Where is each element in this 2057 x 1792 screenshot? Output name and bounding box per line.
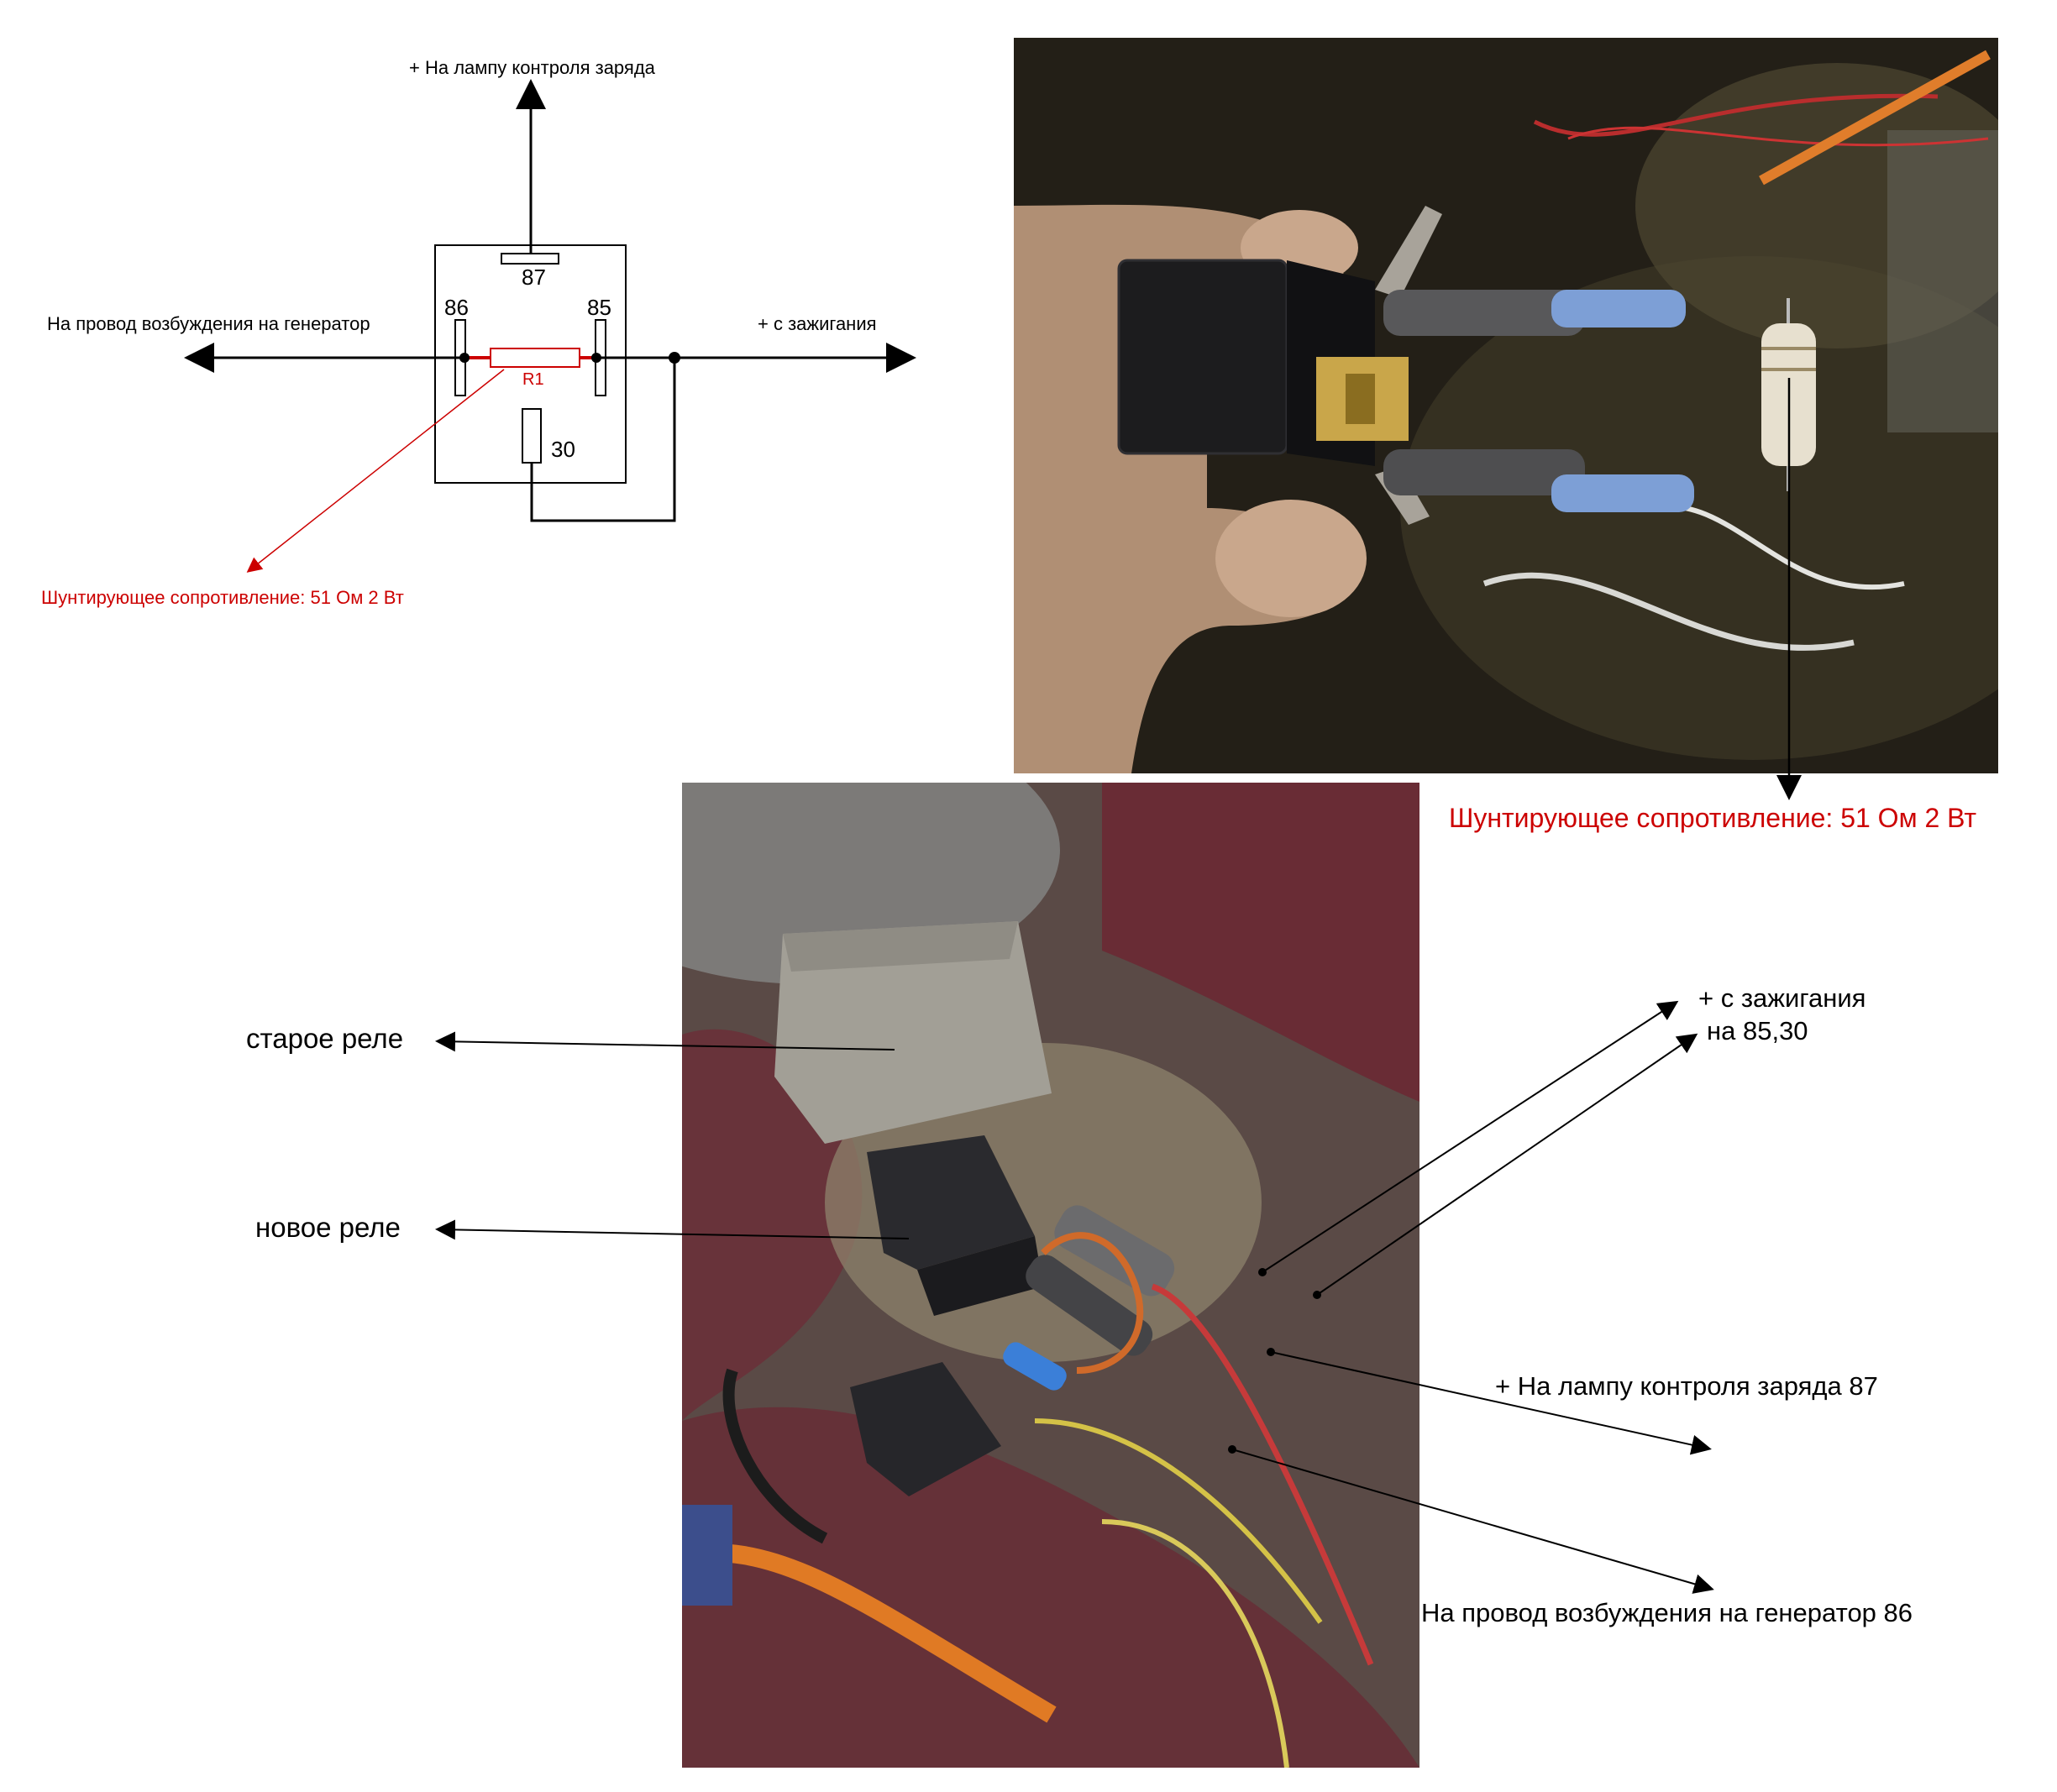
install-photo-illustration (682, 783, 1419, 1768)
resistor-label: R1 (522, 370, 544, 389)
pin-85-label: 85 (587, 295, 611, 320)
resistor-r1 (490, 348, 580, 368)
old-relay-label: старое реле (246, 1023, 404, 1054)
excitation-label: На провод возбуждения на генератор (47, 313, 370, 334)
new-relay-label: новое реле (255, 1212, 401, 1243)
install-photo (682, 783, 1419, 1768)
pin-30-label: 30 (551, 437, 575, 462)
relay-photo-illustration (1014, 38, 1998, 773)
pin-30-wire (530, 358, 676, 522)
shunt-pointer (246, 369, 505, 573)
ignition-label: + с зажигания (758, 313, 877, 334)
relay-photo-shunt-note: Шунтирующее сопротивление: 51 Ом 2 Вт (1449, 803, 1977, 833)
excitation-86-label: На провод возбуждения на генератор 86 (1421, 1598, 1913, 1627)
pin-86-label: 86 (444, 295, 469, 320)
ignition-line2: на 85,30 (1707, 1016, 1808, 1045)
lamp-87-label: + На лампу контроля заряда 87 (1495, 1371, 1878, 1401)
pin-87-label: 87 (522, 265, 546, 290)
relay-photo (1014, 38, 1998, 773)
lamp-label: + На лампу контроля заряда (409, 57, 655, 78)
ignition-line1: + с зажигания (1698, 983, 1866, 1013)
shunt-note: Шунтирующее сопротивление: 51 Ом 2 Вт (41, 587, 404, 608)
